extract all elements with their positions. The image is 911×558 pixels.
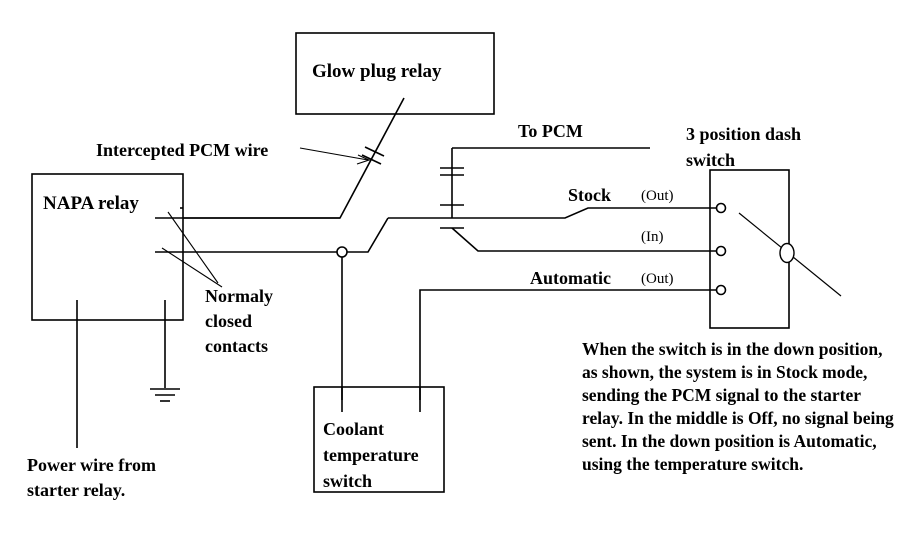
automatic-label: Automatic <box>530 268 611 288</box>
coolant-temperature-switch-box <box>313 386 445 493</box>
explanation-note: When the switch is in the down position,… <box>582 339 894 474</box>
automatic-wire <box>419 289 720 400</box>
napa-relay-box <box>31 173 184 321</box>
napa-relay-lower-wire <box>155 217 389 253</box>
in-wire <box>451 227 720 252</box>
automatic-out-terminal[interactable] <box>715 284 727 296</box>
in-direction-label: (In) <box>641 229 664 245</box>
intercepted-pcm-leader-arrow <box>299 147 369 161</box>
normaly-closed-leader-1 <box>167 211 219 284</box>
normaly-closed-contacts-label: Normaly closed contacts <box>205 286 273 356</box>
glow-plug-relay-label: Glow plug relay <box>312 61 442 82</box>
stock-label: Stock <box>568 185 612 205</box>
coolant-temperature-switch-label: Coolant temperature switch <box>323 419 419 491</box>
automatic-direction-label: (Out) <box>641 271 674 287</box>
stock-out-terminal[interactable] <box>715 202 727 214</box>
wire-cut-mark-1 <box>364 146 385 157</box>
to-pcm-label: To PCM <box>518 121 583 141</box>
stock-direction-label: (Out) <box>641 188 674 204</box>
switch-lever-pivot[interactable] <box>779 242 795 264</box>
in-terminal[interactable] <box>715 245 727 257</box>
napa-relay-label: NAPA relay <box>43 193 139 214</box>
wire-junction-dot <box>336 246 348 258</box>
intercepted-pcm-wire-label: Intercepted PCM wire <box>96 140 269 160</box>
power-wire-label: Power wire from starter relay. <box>27 455 156 500</box>
glow-plug-relay-box <box>295 32 495 115</box>
wire-cut-mark-2 <box>361 154 382 165</box>
dash-switch-title-label: 3 position dash switch <box>686 124 802 170</box>
intercepted-pcm-leader-arrowhead <box>356 154 371 165</box>
normaly-closed-leader-2 <box>161 247 223 288</box>
stock-bus-wire <box>450 207 720 219</box>
